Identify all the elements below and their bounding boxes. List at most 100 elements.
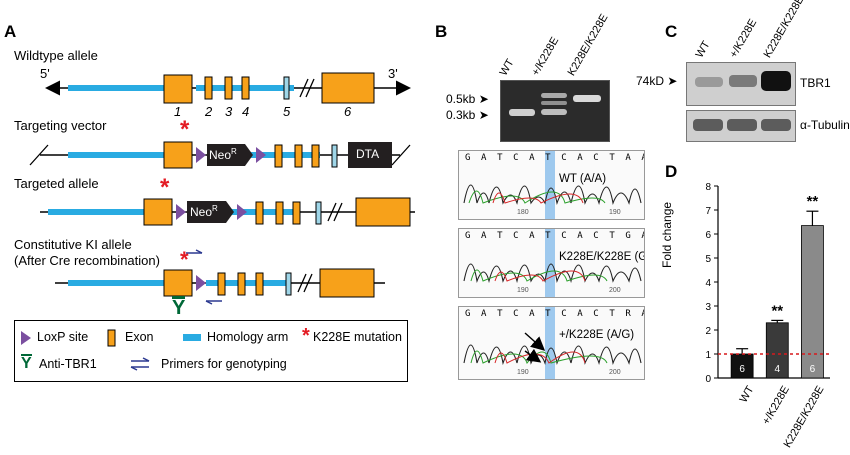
gel-band [573, 95, 601, 102]
gel-lane-label-wt: WT [497, 57, 517, 78]
ki-allele-note: (After Cre recombination) [14, 253, 160, 268]
exon-label-1: 1 [174, 104, 182, 119]
chromatogram-wt: G A T C A T C A C T A A A C A G G G A A … [458, 150, 645, 220]
tubulin-blot-label: α-Tubulin [800, 118, 850, 132]
n-label: 6 [739, 364, 745, 375]
primers-legend-icon [130, 357, 150, 371]
chromatogram-het: G A T C A T C A C T R A A C A G G G A A … [458, 306, 645, 380]
exon-label-6: 6 [344, 104, 352, 119]
gel-band [541, 109, 567, 115]
chromatogram-tag: +/K228E (A/G) [559, 329, 635, 341]
panel-letter-c: C [665, 22, 678, 41]
chromatogram-tick: 190 [609, 209, 621, 216]
wb-lane-label-wt: WT [693, 39, 713, 60]
panel-letter-b: B [435, 22, 448, 41]
exon-label-4: 4 [242, 104, 250, 119]
panel-letter-a: A [4, 22, 17, 41]
legend-loxp: LoxP site [37, 330, 89, 344]
n-label: 4 [775, 364, 781, 375]
chromatogram-sequence: G A T C A T C A C T A A A C A G G G A A … [465, 153, 644, 163]
mutation-legend-icon: * [302, 325, 310, 347]
bars: 6 4 ** 6 ** [718, 193, 830, 379]
legend-antibody: Anti-TBR1 [39, 357, 97, 371]
chromatogram-sequence: G A T C A T C A C T R A A C A G G G A A … [465, 309, 644, 319]
mutation-asterisk-ki: * [180, 247, 189, 272]
legend-mutation: K228E mutation [313, 330, 402, 344]
chromatogram-tick: 200 [609, 369, 621, 376]
blot-band [729, 75, 757, 87]
n-label: 6 [810, 364, 816, 375]
homology-arm [68, 85, 164, 91]
wb-lane-label-het: +/K228E [727, 17, 760, 60]
chromatogram-sequence: G A T C A T C A C T G A A C A G G G A A … [465, 231, 644, 241]
homology-arm-legend-icon [183, 334, 201, 341]
targeted-allele-row [40, 197, 415, 227]
legend-exon: Exon [125, 330, 154, 344]
significance-label: ** [807, 193, 819, 210]
mutation-asterisk-vector: * [180, 116, 190, 143]
wb-lane-label-hom: K228E/K228E [761, 0, 807, 60]
gel-lane-label-het: +/K228E [529, 35, 562, 78]
y-tick-label: 3 [705, 302, 711, 313]
chromatogram-tag: K228E/K228E (G/G) [559, 251, 644, 263]
anti-tbr1-legend-icon: Y [21, 354, 32, 372]
y-tick-label: 2 [705, 326, 711, 337]
loxp-site [256, 147, 266, 163]
blot-band [693, 119, 723, 131]
blot-band [761, 71, 791, 91]
exon-4 [241, 76, 250, 100]
legend: LoxP site Exon Homology arm * K228E muta… [14, 320, 408, 382]
chromatogram-tick: 190 [517, 369, 529, 376]
y-tick-label: 1 [705, 350, 711, 361]
y-tick-label: 7 [705, 206, 711, 217]
tubulin-blot [686, 110, 796, 142]
gel-size-03kb: 0.3kb ➤ [446, 108, 489, 122]
bar-2 [801, 225, 824, 379]
gel-band [541, 93, 567, 98]
neo-cassette [207, 144, 253, 166]
neo-label-targeted: NeoR [190, 204, 218, 219]
gel-lane-label-hom: K228E/K228E [565, 12, 611, 78]
y-tick-label: 4 [705, 278, 711, 289]
gel-band [509, 109, 535, 116]
y-tick-label: 5 [705, 254, 711, 265]
five-prime-end: 5' [40, 66, 50, 81]
y-axis-label: Fold change [660, 201, 674, 268]
legend-primers: Primers for genotyping [161, 357, 287, 371]
genotyping-gel [500, 80, 610, 142]
gel-band [541, 101, 567, 105]
loxp-site [196, 147, 206, 163]
blot-band [727, 119, 757, 131]
anti-tbr1-antibody-icon: Y [172, 296, 186, 319]
chromatogram-tick: 190 [517, 287, 529, 294]
fold-change-chart: 0 1 2 3 4 5 6 7 8 6 4 ** 6 ** [705, 182, 830, 385]
exon-label-3: 3 [225, 104, 233, 119]
targeted-allele-label: Targeted allele [14, 176, 99, 191]
exon-label-2: 2 [205, 104, 213, 119]
significance-label: ** [771, 302, 783, 319]
chromatogram-tag: WT (A/A) [559, 173, 607, 185]
exon-1 [163, 74, 193, 104]
loxp-legend-icon [21, 331, 31, 345]
legend-homology: Homology arm [207, 330, 289, 344]
ki-allele-label: Constitutive KI allele [14, 237, 132, 252]
blot-band [761, 119, 791, 131]
y-tick-label: 8 [705, 182, 711, 193]
x-tick-label: WT [737, 384, 757, 405]
dta-cassette [348, 142, 392, 168]
targeting-vector-label: Targeting vector [14, 118, 107, 133]
chromatogram-trace [463, 263, 642, 284]
exon-3 [224, 76, 233, 100]
tbr1-blot-label: TBR1 [800, 76, 831, 90]
tbr1-blot [686, 62, 796, 106]
exon-6 [321, 72, 375, 104]
ki-allele-row [55, 249, 385, 305]
chromatogram-tick: 180 [517, 209, 529, 216]
molecular-weight-label: 74kD ➤ [636, 74, 678, 88]
wildtype-allele-row [45, 72, 411, 104]
wildtype-allele-label: Wildtype allele [14, 48, 98, 63]
y-tick-label: 0 [705, 374, 711, 385]
chromatogram-tick: 200 [609, 287, 621, 294]
targeting-vector-row [29, 141, 411, 169]
exon-label-5: 5 [283, 104, 291, 119]
